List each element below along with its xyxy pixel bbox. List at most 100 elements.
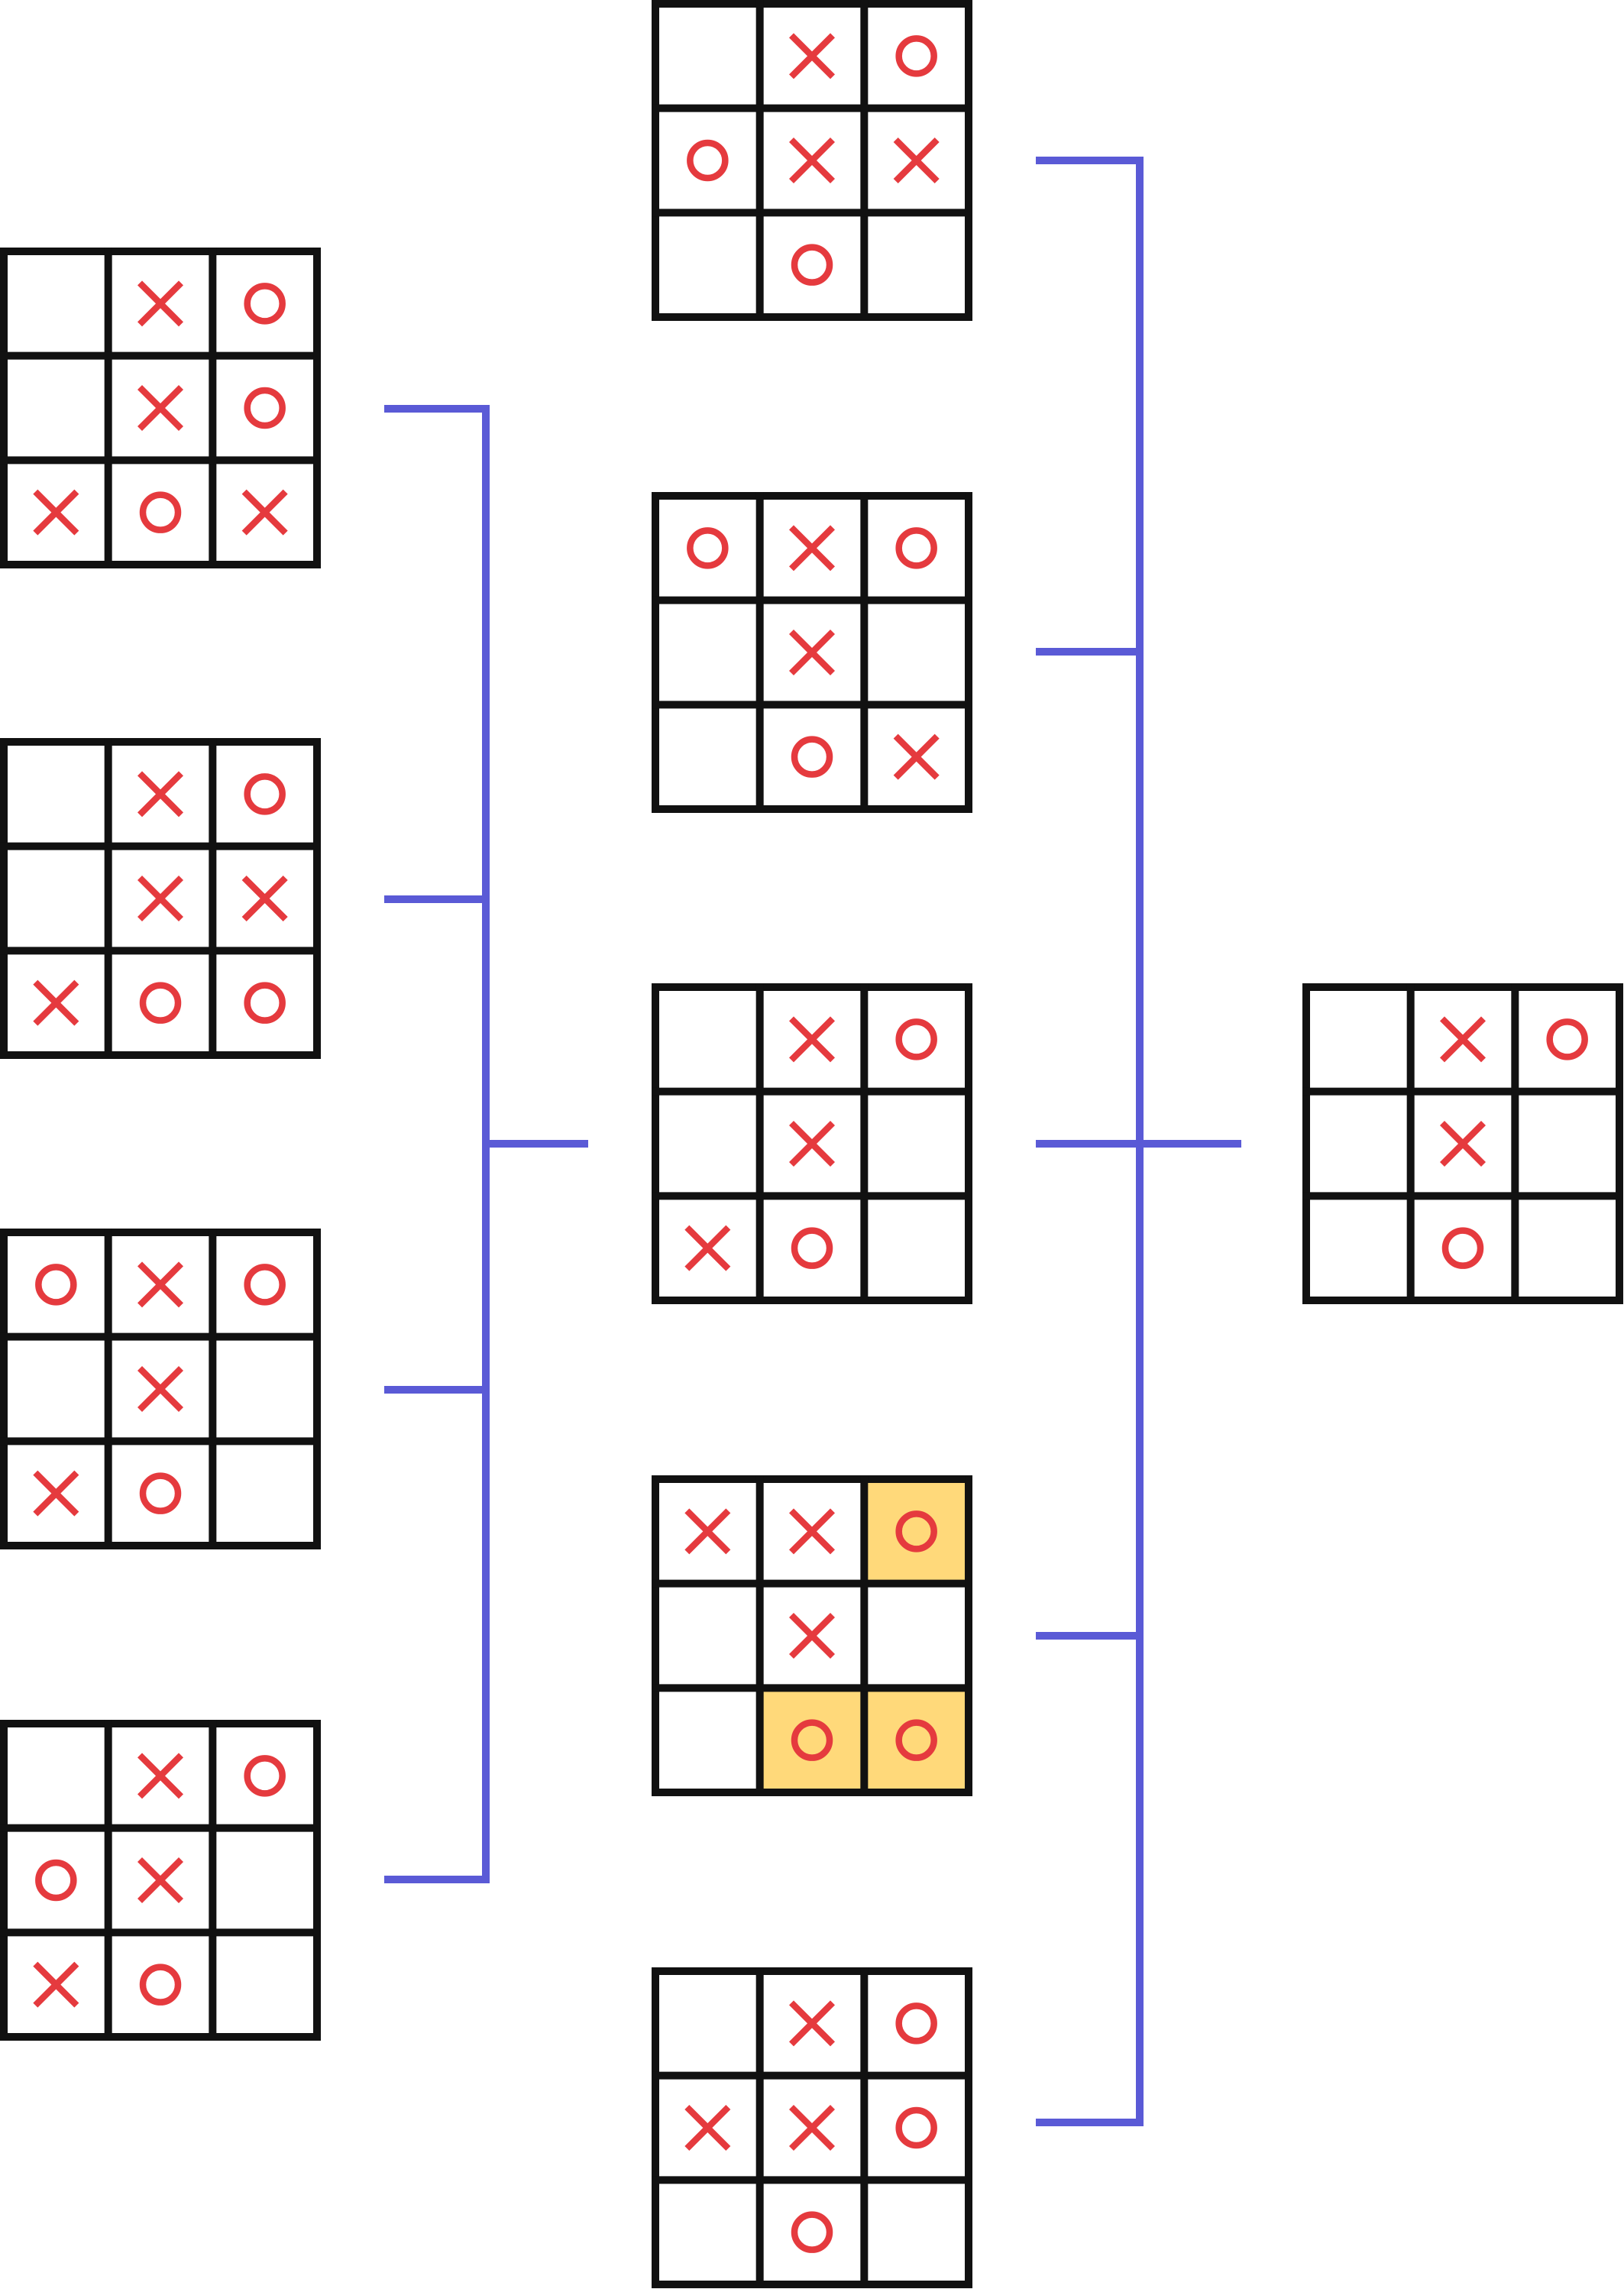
o-mark <box>1441 1227 1484 1269</box>
x-stroke <box>137 384 184 432</box>
x-mark <box>137 1753 184 1799</box>
x-stroke <box>137 1261 184 1308</box>
x-mark <box>137 1857 184 1904</box>
x-mark <box>788 137 836 184</box>
x-mark <box>788 1508 836 1555</box>
o-mark <box>1546 1018 1588 1060</box>
x-mark <box>788 1612 836 1659</box>
child-board-m5 <box>652 1967 973 2289</box>
o-mark <box>35 1859 77 1902</box>
x-stroke <box>788 33 836 79</box>
x-stroke <box>137 1753 184 1799</box>
child-board-m1 <box>652 0 973 322</box>
o-mark <box>244 1755 286 1797</box>
x-stroke <box>788 1508 836 1555</box>
winning-cell-highlight <box>759 1688 865 1793</box>
x-mark <box>241 489 288 536</box>
o-mark <box>895 1510 937 1552</box>
x-stroke <box>788 2104 836 2151</box>
x-stroke <box>241 875 288 922</box>
grandchild-board-l1 <box>0 248 322 569</box>
x-stroke <box>788 629 836 676</box>
x-stroke <box>684 2104 731 2151</box>
o-mark <box>139 491 182 533</box>
child-board-m3 <box>652 983 973 1305</box>
x-mark <box>137 1261 184 1308</box>
x-mark <box>788 525 836 571</box>
o-mark <box>139 982 182 1024</box>
o-mark <box>35 1264 77 1306</box>
x-stroke <box>33 489 79 536</box>
x-mark <box>788 2104 836 2151</box>
o-mark <box>687 527 729 569</box>
x-stroke <box>788 1016 836 1063</box>
x-stroke <box>684 1225 731 1271</box>
x-stroke <box>137 1857 184 1904</box>
o-mark <box>895 35 937 77</box>
o-mark <box>244 283 286 325</box>
x-stroke <box>788 525 836 571</box>
x-stroke <box>137 771 184 817</box>
o-mark <box>791 2211 833 2253</box>
x-stroke <box>893 733 940 780</box>
x-mark <box>893 137 940 184</box>
root-board <box>1302 983 1624 1305</box>
x-stroke <box>33 1470 79 1517</box>
grandchild-board-l4 <box>0 1720 322 2041</box>
o-mark <box>895 2002 937 2045</box>
x-mark <box>137 875 184 922</box>
o-mark <box>244 773 286 815</box>
x-mark <box>241 875 288 922</box>
o-mark <box>139 1964 182 2006</box>
winning-cell-highlight <box>864 1688 969 1793</box>
x-stroke <box>1439 1016 1487 1063</box>
x-stroke <box>137 280 184 327</box>
x-mark <box>137 384 184 432</box>
x-mark <box>33 1470 79 1517</box>
x-mark <box>684 1508 731 1555</box>
o-mark <box>895 1719 937 1761</box>
x-stroke <box>893 137 940 184</box>
o-mark <box>687 139 729 182</box>
x-mark <box>137 1365 184 1413</box>
grandchild-board-l3 <box>0 1229 322 1550</box>
x-mark <box>788 1120 836 1167</box>
o-mark <box>791 1227 833 1269</box>
child-board-m4 <box>652 1475 973 1797</box>
x-stroke <box>788 137 836 184</box>
x-stroke <box>788 2000 836 2047</box>
x-mark <box>788 1016 836 1063</box>
x-stroke <box>1439 1120 1487 1167</box>
x-mark <box>137 280 184 327</box>
x-mark <box>137 771 184 817</box>
o-mark <box>791 1719 833 1761</box>
grandchild-board-l2 <box>0 738 322 1060</box>
x-stroke <box>788 1612 836 1659</box>
x-stroke <box>33 979 79 1026</box>
o-mark <box>895 1018 937 1060</box>
x-stroke <box>137 1365 184 1413</box>
o-mark <box>895 527 937 569</box>
x-mark <box>788 2000 836 2047</box>
x-mark <box>1439 1120 1487 1167</box>
winning-cell-highlight <box>864 1479 969 1584</box>
x-mark <box>33 489 79 536</box>
x-stroke <box>137 875 184 922</box>
x-stroke <box>33 1961 79 2008</box>
o-mark <box>244 1264 286 1306</box>
o-mark <box>244 982 286 1024</box>
o-mark <box>895 2106 937 2149</box>
x-stroke <box>241 489 288 536</box>
o-mark <box>791 244 833 286</box>
child-board-m2 <box>652 492 973 814</box>
x-mark <box>33 1961 79 2008</box>
o-mark <box>139 1472 182 1514</box>
x-mark <box>33 979 79 1026</box>
x-mark <box>684 2104 731 2151</box>
x-mark <box>893 733 940 780</box>
x-mark <box>788 33 836 79</box>
o-mark <box>244 387 286 429</box>
x-stroke <box>684 1508 731 1555</box>
